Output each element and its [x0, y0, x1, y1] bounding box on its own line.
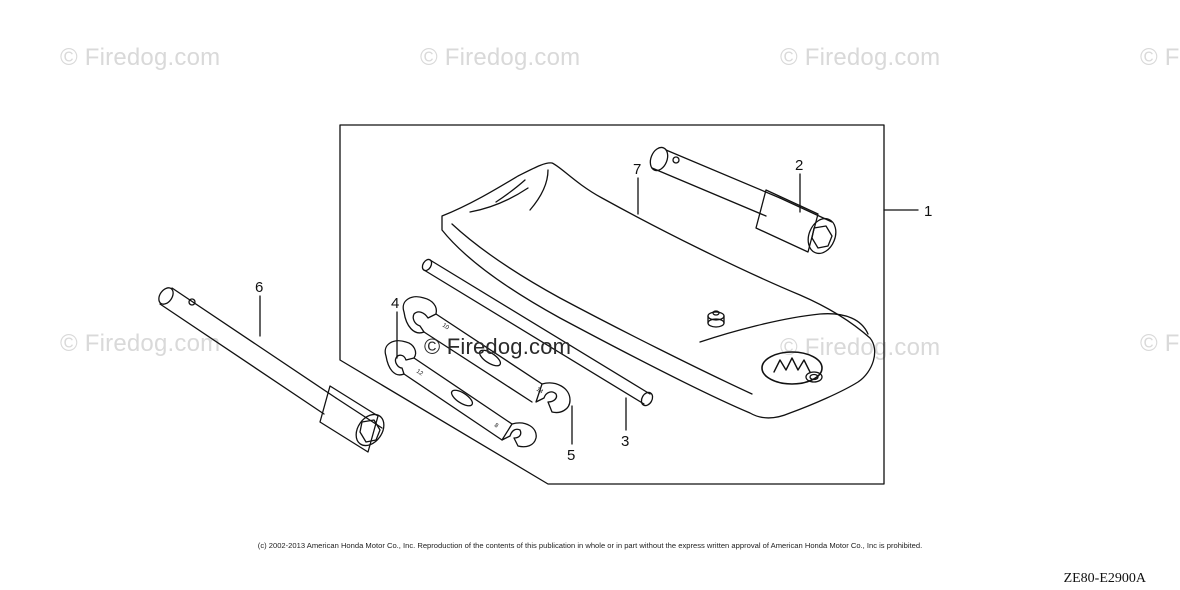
- drawing-code: ZE80-E2900A: [1063, 571, 1146, 586]
- callout-7: 7: [633, 161, 641, 178]
- svg-text:12: 12: [415, 369, 424, 378]
- callout-5: 5: [567, 447, 575, 464]
- plug-wrench: [158, 287, 385, 453]
- watermark: © F: [1140, 44, 1180, 71]
- spark-plug-wrench: [649, 146, 837, 255]
- callout-4: 4: [391, 295, 399, 312]
- watermark: © Firedog.com: [60, 330, 221, 357]
- svg-text:14: 14: [535, 387, 544, 396]
- callout-2: 2: [795, 157, 803, 174]
- tool-bag: [441, 162, 876, 419]
- callout-1: 1: [924, 203, 932, 220]
- callout-6: 6: [255, 279, 263, 296]
- watermark: © Firedog.com: [424, 334, 572, 359]
- svg-text:8: 8: [493, 423, 500, 430]
- copyright-notice: (c) 2002-2013 American Honda Motor Co., …: [257, 541, 923, 550]
- watermark: © Firedog.com: [60, 44, 221, 71]
- watermark: © Firedog.com: [780, 44, 941, 71]
- open-end-wrench-upper: 10 14: [402, 296, 571, 414]
- watermark: © F: [1140, 330, 1180, 357]
- svg-text:10: 10: [441, 323, 450, 332]
- callout-3: 3: [621, 433, 629, 450]
- watermark: © Firedog.com: [420, 44, 581, 71]
- kit-boundary: [339, 124, 885, 485]
- watermark: © Firedog.com: [780, 334, 941, 361]
- open-end-wrench-lower: 12 8: [384, 340, 537, 448]
- bar-handle: [421, 258, 654, 407]
